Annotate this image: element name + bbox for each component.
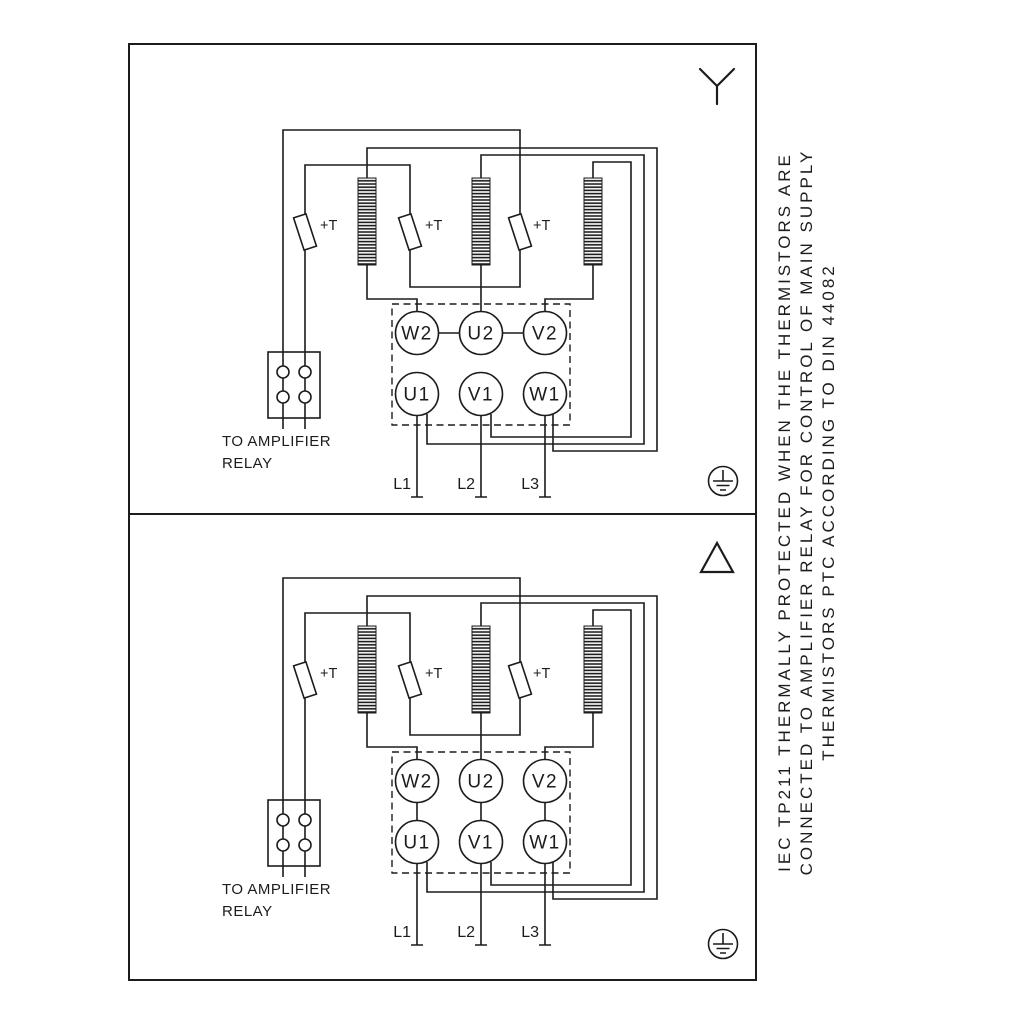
wire-segment [366,265,594,312]
delta-panel-border [128,513,757,981]
terminal-u2: U2 [458,758,504,804]
supply-label: L1 [393,476,411,493]
ptc-thermistor-icon [397,212,423,252]
motor-winding-icon [471,625,491,714]
terminal-v2: V2 [522,310,568,356]
supply-line-l2: L2 [457,415,487,498]
delta-bridge-links [416,802,546,821]
motor-winding-icon [583,177,603,266]
relay-caption-line2: RELAY [222,455,273,472]
relay-caption-line1: TO AMPLIFIER [222,433,331,450]
side-note-line-3: THERMISTORS PTC ACCORDING TO DIN 44082 [819,263,838,761]
terminal-label: V1 [468,833,494,854]
supply-line-l3: L3 [521,863,551,946]
wire-segment [366,595,658,900]
terminal-w2: W2 [394,310,440,356]
terminal-label: U1 [403,385,430,406]
ptc-thermistor-icon [292,212,318,252]
terminal-label: V2 [532,324,558,345]
motor-winding-icon [357,177,377,266]
terminal-u1: U1 [394,371,440,417]
terminal-label: W2 [401,772,433,793]
terminal-label: U2 [467,772,494,793]
terminal-label: W1 [529,385,561,406]
relay-pin-stubs [282,352,306,429]
supply-label: L2 [457,476,475,493]
delta-panel: +T +T +T W2 U2 V2 U1 V1 W1 [222,577,658,946]
supply-label: L1 [393,924,411,941]
terminal-w2: W2 [394,758,440,804]
ptc-thermistor-icon [507,660,533,700]
side-note: IEC TP211 THERMALLY PROTECTED WHEN THE T… [775,149,838,876]
supply-line-l3: L3 [521,415,551,498]
motor-winding-icon [357,625,377,714]
terminal-w1: W1 [522,819,568,865]
earth-ground-icon [707,928,739,960]
thermistor-label: +T [425,666,442,682]
relay-pin-stubs [282,800,306,877]
amplifier-relay-connector [267,351,321,429]
thermistor-label: +T [533,666,550,682]
relay-caption-line2: RELAY [222,903,273,920]
terminal-label: U1 [403,833,430,854]
terminal-v1: V1 [458,371,504,417]
terminal-w1: W1 [522,371,568,417]
ptc-thermistor-icon [292,660,318,700]
thermistor-label: +T [533,218,550,234]
ptc-thermistor-icon [397,660,423,700]
supply-line-l2: L2 [457,863,487,946]
ptc-thermistor-icon [507,212,533,252]
thermistor-label: +T [320,218,337,234]
terminal-v2: V2 [522,758,568,804]
amplifier-relay-connector [267,799,321,877]
side-note-line-2: CONNECTED TO AMPLIFIER RELAY FOR CONTROL… [797,149,816,876]
terminal-v1: V1 [458,819,504,865]
thermistor-label: +T [425,218,442,234]
delta-icon [699,540,735,574]
wire-segment [366,147,658,452]
motor-winding-icon [471,177,491,266]
wye-star-icon [698,67,736,106]
terminal-label: U2 [467,324,494,345]
wire-segment [282,129,521,352]
wire-segment [282,577,521,800]
terminal-label: W1 [529,833,561,854]
terminal-label: W2 [401,324,433,345]
supply-label: L3 [521,924,539,941]
supply-line-l1: L1 [393,863,423,946]
wire-segment [366,713,594,760]
motor-winding-icon [583,625,603,714]
terminal-label: V1 [468,385,494,406]
side-note-line-1: IEC TP211 THERMALLY PROTECTED WHEN THE T… [775,152,794,872]
star-panel: +T +T +T W2 U2 V2 U1 V1 W1 [222,129,658,498]
earth-ground-icon [707,465,739,497]
supply-line-l1: L1 [393,415,423,498]
supply-label: L2 [457,924,475,941]
relay-caption-line1: TO AMPLIFIER [222,881,331,898]
terminal-u2: U2 [458,310,504,356]
thermistor-label: +T [320,666,337,682]
supply-label: L3 [521,476,539,493]
terminal-u1: U1 [394,819,440,865]
terminal-label: V2 [532,772,558,793]
